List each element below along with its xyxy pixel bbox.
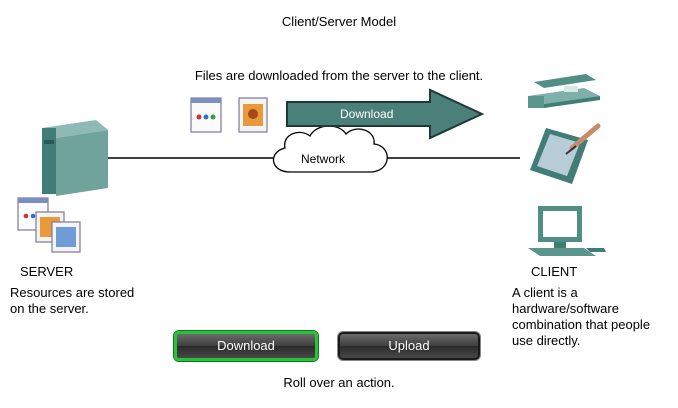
- client-desc-line: hardware/software: [512, 301, 619, 316]
- instruction-text: Roll over an action.: [283, 375, 395, 390]
- arrow-label: Download: [340, 107, 394, 121]
- server-desc-line: on the server.: [10, 301, 89, 316]
- desktop-computer-icon: [528, 206, 606, 256]
- download-arrow: [286, 88, 485, 140]
- client-desc-line: combination that people: [512, 317, 651, 332]
- client-description: A client is a hardware/software combinat…: [512, 285, 650, 349]
- server-desc-line: Resources are stored: [10, 285, 135, 300]
- telephone-icon: [528, 74, 600, 108]
- upload-button[interactable]: Upload: [338, 332, 480, 360]
- server-label: SERVER: [20, 264, 74, 279]
- server-tower-icon: [42, 120, 108, 196]
- client-desc-line: use directly.: [512, 333, 581, 348]
- server-description: Resources are stored on the server.: [10, 285, 134, 317]
- server-files-icon: [17, 197, 81, 253]
- page-title: Client/Server Model: [281, 14, 397, 29]
- web-page-file-icon: [190, 97, 222, 133]
- download-button[interactable]: Download: [174, 331, 318, 361]
- client-desc-line: A client is a: [512, 285, 578, 300]
- image-file-icon: [238, 97, 268, 133]
- diagram-caption: Files are downloaded from the server to …: [194, 68, 484, 83]
- client-label: CLIENT: [531, 264, 578, 279]
- network-label: Network: [301, 152, 346, 166]
- pda-icon: [530, 123, 601, 184]
